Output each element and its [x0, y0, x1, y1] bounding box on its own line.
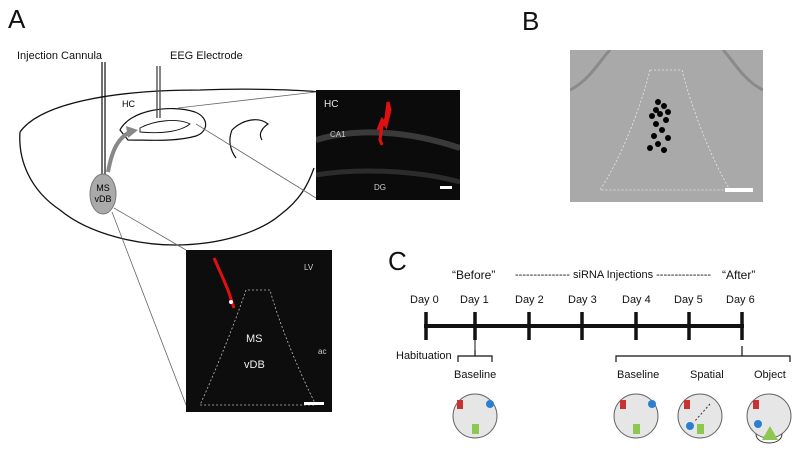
arena-spatial: [677, 393, 723, 439]
eeg-electrode-label: EEG Electrode: [170, 50, 243, 62]
arena-baseline-1: [452, 393, 498, 439]
brain-outline: [19, 88, 321, 246]
phase-label: Spatial: [690, 369, 724, 381]
panel-b-letter: B: [522, 6, 540, 36]
sirna-injections-label: --------------- siRNA Injections -------…: [515, 269, 712, 281]
phase-label: Baseline: [454, 369, 497, 381]
day-label: Day 3: [568, 294, 597, 306]
before-label: “Before”: [452, 268, 496, 282]
ms-vdb-region: [89, 173, 117, 215]
placement-dots: [647, 99, 671, 153]
inset-dg-label: DG: [374, 183, 386, 192]
ms-vdb-micrograph: LV ac MS vDB: [186, 250, 332, 412]
inset-ms-label: MS: [246, 333, 263, 345]
scale-bar: [440, 186, 452, 189]
phase-label: Baseline: [617, 369, 660, 381]
day-label: Day 4: [622, 294, 651, 306]
hc-micrograph: HC CA1 DG: [316, 90, 460, 200]
after-bracket: [615, 346, 791, 362]
cannula-track-ms: [212, 257, 236, 309]
baseline-bracket: [457, 350, 493, 362]
day-label: Day 6: [726, 294, 755, 306]
injection-cannula-label: Injection Cannula: [17, 50, 103, 62]
day-label: Day 0: [410, 294, 439, 306]
arena-object: [746, 393, 792, 444]
scale-bar: [725, 188, 753, 192]
timeline: [424, 312, 792, 444]
projection-arrow: [106, 130, 131, 173]
inset-ca1-label: CA1: [330, 130, 346, 139]
scale-bar: [304, 402, 324, 405]
phase-label: Object: [754, 369, 786, 381]
vdb-label: vDB: [94, 194, 111, 204]
inset-lv-label: LV: [304, 263, 314, 272]
cerebellum-outline: [229, 119, 270, 159]
hippocampus-inner: [139, 120, 191, 134]
inset-hc-label: HC: [324, 99, 338, 110]
day-label: Day 5: [674, 294, 703, 306]
inset-vdb-label: vDB: [244, 359, 265, 371]
hippocampus-shape: [119, 107, 207, 141]
timeline-ticks: [424, 312, 744, 340]
ms-label: MS: [96, 183, 110, 193]
day-label: Day 2: [515, 294, 544, 306]
after-label: “After”: [722, 268, 756, 282]
inset-ac-label: ac: [318, 347, 326, 356]
hc-label: HC: [122, 99, 135, 109]
placement-micrograph: [570, 50, 763, 202]
panel-c-letter: C: [388, 246, 407, 276]
panel-a-letter: A: [8, 4, 26, 34]
cannula-track-hc: [376, 101, 392, 146]
habituation-label: Habituation: [396, 350, 452, 362]
day-label: Day 1: [460, 294, 489, 306]
arena-baseline-2: [613, 393, 659, 439]
